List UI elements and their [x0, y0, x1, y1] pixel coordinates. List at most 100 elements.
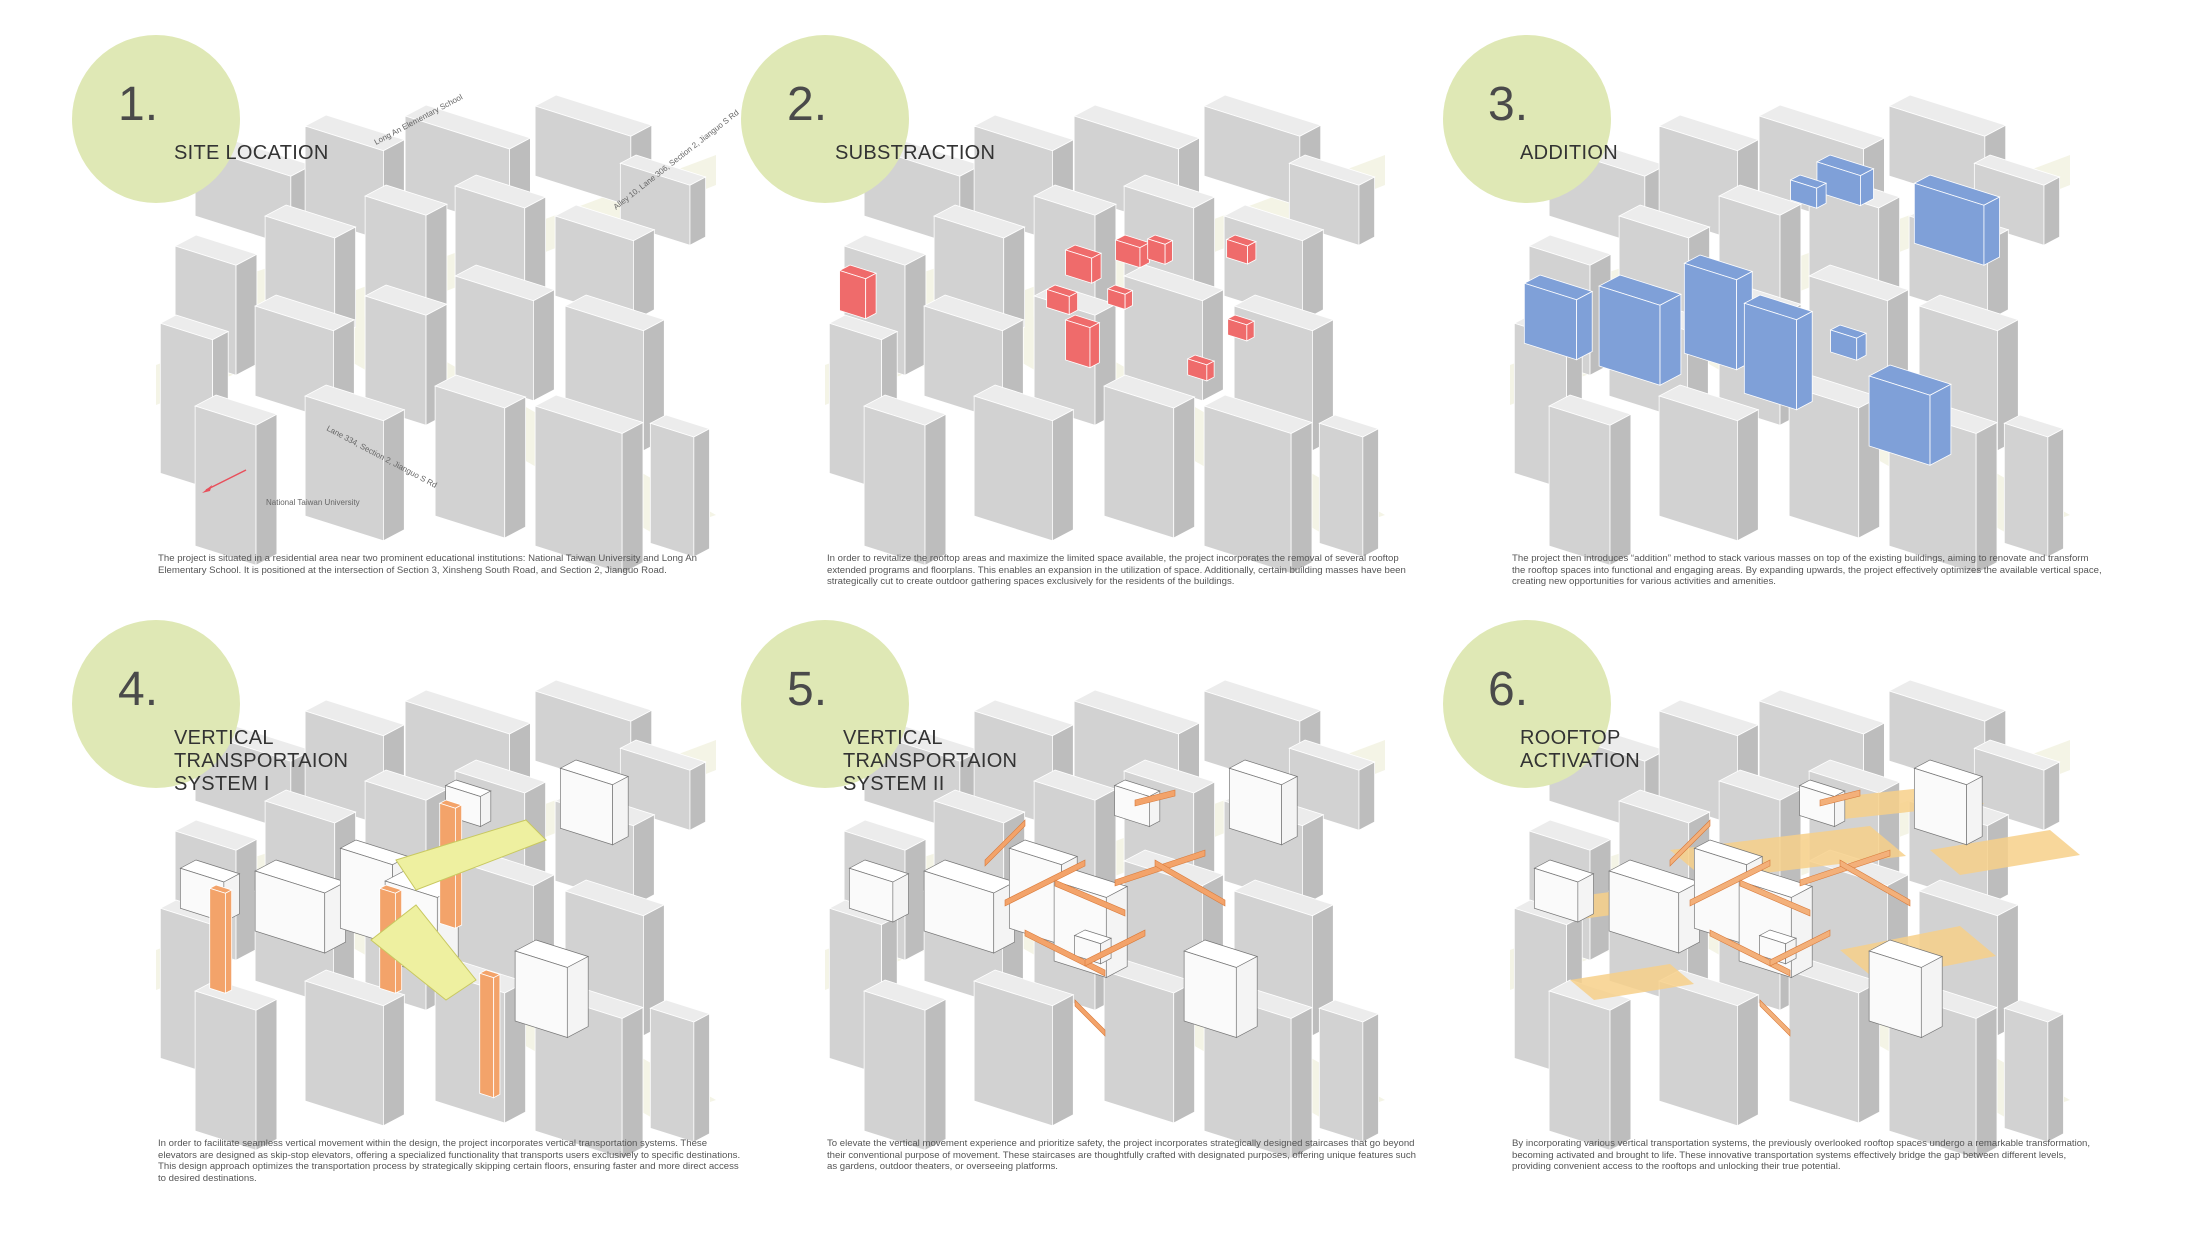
building-side [924, 413, 947, 566]
building-side [533, 289, 555, 402]
white-mass-side [1281, 775, 1298, 846]
step-title: ADDITION [1520, 142, 1618, 164]
white-mass-side [1790, 885, 1813, 979]
building-side [534, 405, 623, 575]
title-line-3: SYSTEM I [174, 773, 270, 795]
accent-mass-side [1929, 383, 1952, 466]
step-description: The project is situated in a residential… [158, 553, 697, 576]
white-mass-side [1105, 885, 1128, 979]
accent-mass-side [1816, 182, 1827, 209]
building-side [2043, 176, 2060, 246]
accent-mass-side [1247, 240, 1257, 265]
accent-mass-side [1164, 239, 1173, 266]
accent-mass-side [1068, 291, 1079, 316]
building-side [1788, 970, 1860, 1124]
building-side [633, 229, 655, 322]
building-side [1290, 421, 1313, 575]
elevator-towers [208, 799, 501, 1099]
staircase [1084, 929, 1146, 967]
university-arrow [205, 469, 247, 491]
step-number: 6. [1488, 663, 1529, 716]
building-side [194, 405, 257, 566]
step-3-panel: 3. ADDITION The project then introduces … [1443, 35, 2102, 655]
building-side [235, 253, 258, 376]
building-side [863, 405, 926, 566]
white-masses [1533, 759, 1984, 1039]
step-description: In order to revitalize the rooftop areas… [827, 553, 1406, 588]
title-line-3: SYSTEM II [843, 773, 945, 795]
step-circle [72, 35, 240, 203]
white-mass-side [1577, 873, 1594, 923]
building-side [633, 814, 655, 907]
step-number: 2. [787, 78, 828, 131]
building-side [649, 422, 695, 558]
building-side [693, 1013, 710, 1143]
step-title: VERTICAL TRANSPORTAION SYSTEM I [174, 727, 348, 796]
building-side [194, 990, 257, 1151]
staircase [1154, 859, 1226, 907]
step-title: SUBSTRACTION [835, 142, 996, 164]
accent-mass-side [1576, 290, 1593, 361]
accent-mass-side [224, 889, 233, 994]
title-line-2: TRANSPORTAION [843, 750, 1018, 772]
accent-mass-side [1091, 252, 1102, 284]
step-4-panel: 4. VERTICAL TRANSPORTAION SYSTEM I In or… [72, 620, 740, 1240]
building-side [1362, 428, 1379, 558]
building-side [1052, 409, 1074, 542]
white-mass-side [612, 775, 629, 846]
building-side [924, 998, 947, 1151]
step-description: To elevate the vertical movement experie… [827, 1138, 1416, 1173]
accent-mass-side [1206, 360, 1215, 382]
building-side [1052, 994, 1074, 1127]
removed-masses [838, 234, 1257, 382]
bridge-yellow [395, 819, 547, 891]
building-side [2047, 428, 2064, 558]
step-circle [1443, 620, 1611, 788]
building-side [1302, 814, 1324, 907]
white-mass-side [1235, 955, 1258, 1039]
step-6-panel: 6. ROOFTOP ACTIVATION By incorporating v… [1443, 620, 2090, 1240]
building-side [693, 428, 710, 558]
rooftop-area [1930, 830, 2080, 875]
staircases [1669, 789, 1911, 1037]
building-side [1975, 1006, 1998, 1160]
building-side [2003, 1007, 2049, 1143]
building-side [1362, 1013, 1379, 1143]
step-number: 1. [118, 78, 159, 131]
title-line-1: VERTICAL [843, 727, 943, 749]
building-side [904, 253, 927, 376]
staircase [1054, 879, 1126, 917]
building-side [649, 1007, 695, 1143]
step-title: VERTICAL TRANSPORTAION SYSTEM II [843, 727, 1017, 796]
staircase [1759, 999, 1791, 1037]
white-mass-side [1920, 955, 1943, 1039]
step-description: The project then introduces “addition” m… [1512, 553, 2102, 588]
building-side [689, 761, 706, 831]
title-line-2: TRANSPORTAION [174, 750, 349, 772]
staircase [1004, 859, 1086, 907]
step-circle [741, 35, 909, 203]
accent-mass-side [1246, 320, 1255, 342]
step-circle [741, 620, 909, 788]
step-description: By incorporating various vertical transp… [1512, 1138, 2091, 1173]
step-5-panel: 5. VERTICAL TRANSPORTAION SYSTEM II To e… [741, 620, 1416, 1240]
building-side [1658, 395, 1738, 542]
building-side [1609, 998, 1632, 1151]
building-side [1318, 1007, 1364, 1143]
step-title: ROOFTOP ACTIVATION [1520, 727, 1640, 773]
step-circle [72, 620, 240, 788]
accent-mass-side [1860, 168, 1874, 207]
staircase [1739, 879, 1811, 917]
building-side [504, 396, 527, 539]
step-circle [1443, 35, 1611, 203]
staircase [1669, 819, 1711, 867]
step-number: 5. [787, 663, 828, 716]
building-side [1173, 396, 1196, 539]
university-arrow-head [202, 485, 212, 493]
building-side [1358, 761, 1375, 831]
staircase [984, 819, 1026, 867]
staircase [1134, 789, 1176, 807]
building-side [255, 998, 278, 1151]
accent-mass-side [1124, 289, 1133, 311]
step-number: 4. [118, 663, 159, 716]
